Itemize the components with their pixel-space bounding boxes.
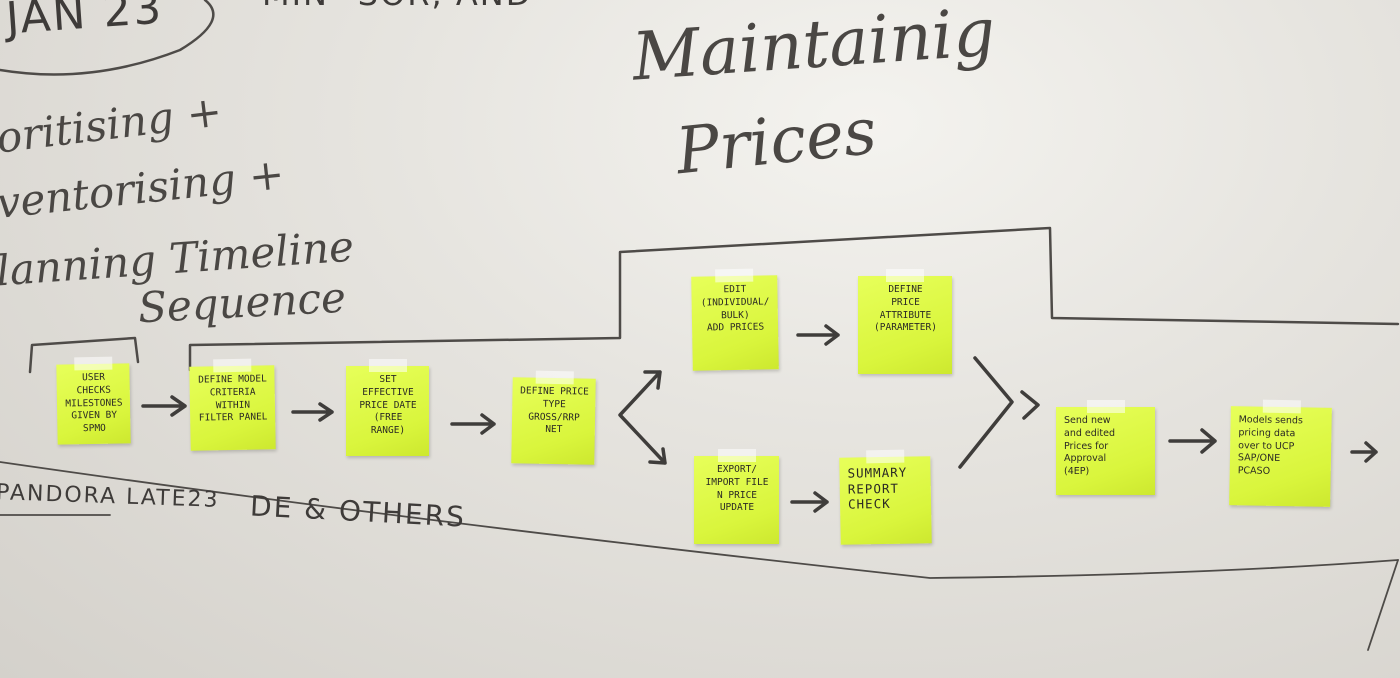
- sticky-note-edit-prices: EDIT (INDIVIDUAL/ BULK) ADD PRICES: [691, 268, 779, 371]
- right-edge-line: [1367, 559, 1399, 651]
- sticky-note-define-model: DEFINE MODEL CRITERIA WITHIN FILTER PANE…: [189, 358, 276, 451]
- sticky-note-models-send-data: Models sends pricing data over to UCP SA…: [1229, 399, 1332, 507]
- process-bracket: [188, 226, 1400, 372]
- tape-strip: [1086, 400, 1125, 413]
- merge-arrow: [958, 356, 1040, 469]
- arrow-4: [796, 324, 840, 346]
- arrow-2: [291, 402, 334, 422]
- sticky-note-summary-report: SUMMARY REPORT CHECK: [839, 449, 932, 545]
- lower-divider: [0, 461, 1399, 579]
- arrow-5: [790, 491, 829, 513]
- sticky-note-effective-date: SET EFFECTIVE PRICE DATE (FREE RANGE): [346, 359, 429, 456]
- sticky-note-price-attribute: DEFINE PRICE ATTRIBUTE (PARAMETER): [858, 269, 952, 374]
- arrow-7: [1350, 441, 1378, 463]
- tape-strip: [886, 269, 924, 282]
- sticky-note-user-checks: USER CHECKS MILESTONES GIVEN BY SPMO: [56, 356, 131, 445]
- tape-strip: [865, 449, 904, 464]
- tape-strip: [368, 359, 407, 372]
- sticky-note-price-type: DEFINE PRICE TYPE GROSS/RRP NET: [511, 370, 596, 465]
- arrow-3: [450, 413, 496, 435]
- arrow-6: [1168, 428, 1217, 454]
- sticky-note-send-approval: Send new and edited Prices for Approval …: [1056, 400, 1155, 495]
- page-subtitle: Prices: [672, 94, 881, 190]
- tape-strip: [73, 356, 112, 371]
- fork-arrow: [618, 370, 667, 465]
- tape-strip: [1262, 399, 1301, 414]
- tape-strip: [535, 370, 574, 385]
- first-note-bracket: [28, 336, 140, 374]
- tape-strip: [212, 358, 251, 373]
- sticky-note-export-import: EXPORT/ IMPORT FILE N PRICE UPDATE: [694, 449, 779, 544]
- left-note-line-4: Sequence: [136, 272, 347, 333]
- tape-strip: [717, 449, 756, 462]
- arrow-1: [141, 395, 187, 417]
- top-partial-text: MIN=SOR, AND: [262, 0, 532, 10]
- tape-strip: [715, 268, 754, 283]
- jan-ellipse: [0, 0, 215, 76]
